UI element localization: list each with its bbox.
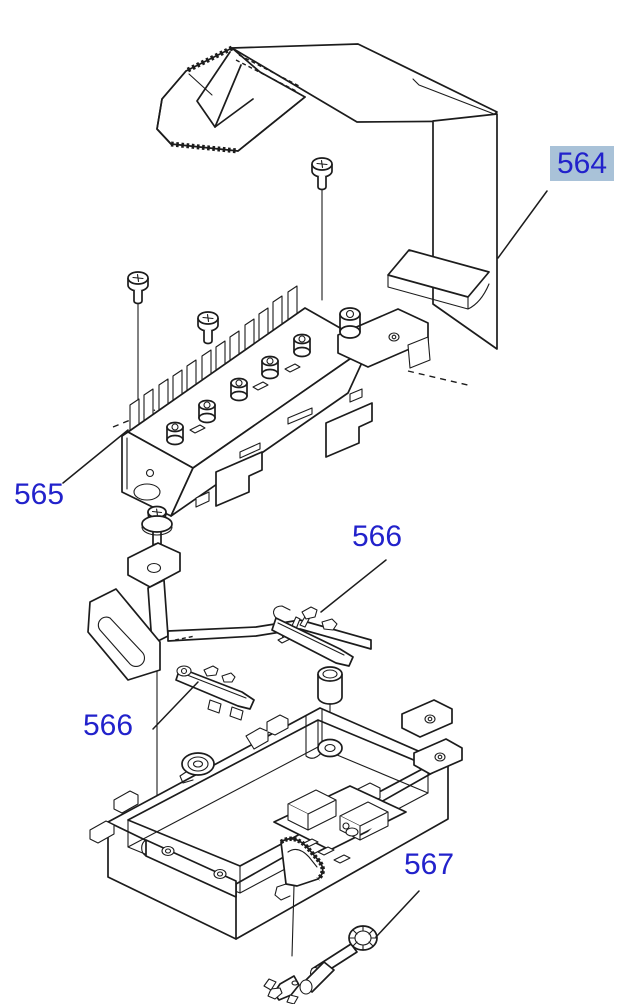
screw-top-drawing	[311, 157, 333, 301]
leader-line-566-lower	[152, 681, 199, 730]
part-label-564[interactable]: 564	[550, 146, 615, 181]
lever-lower-566-drawing	[175, 665, 255, 721]
unit-565-drawing	[121, 285, 431, 517]
leader-line-566-upper	[320, 559, 387, 613]
fan-cam-drawing	[274, 836, 325, 957]
cover-564-drawing	[112, 43, 498, 428]
part-label-565[interactable]: 565	[14, 478, 65, 511]
plunger-567-drawing	[263, 925, 378, 1004]
leader-line-564	[497, 190, 548, 259]
lower-case-drawing	[89, 699, 463, 940]
part-label-566-lower[interactable]: 566	[83, 709, 134, 742]
leader-line-567	[375, 890, 420, 938]
part-label-566-upper[interactable]: 566	[352, 520, 403, 553]
leader-line-565	[62, 429, 129, 484]
part-label-567[interactable]: 567	[404, 848, 455, 881]
lever-upper-566-drawing	[271, 605, 354, 667]
mounting-bracket-drawing	[87, 542, 372, 681]
screw-mid-drawing	[197, 311, 219, 345]
